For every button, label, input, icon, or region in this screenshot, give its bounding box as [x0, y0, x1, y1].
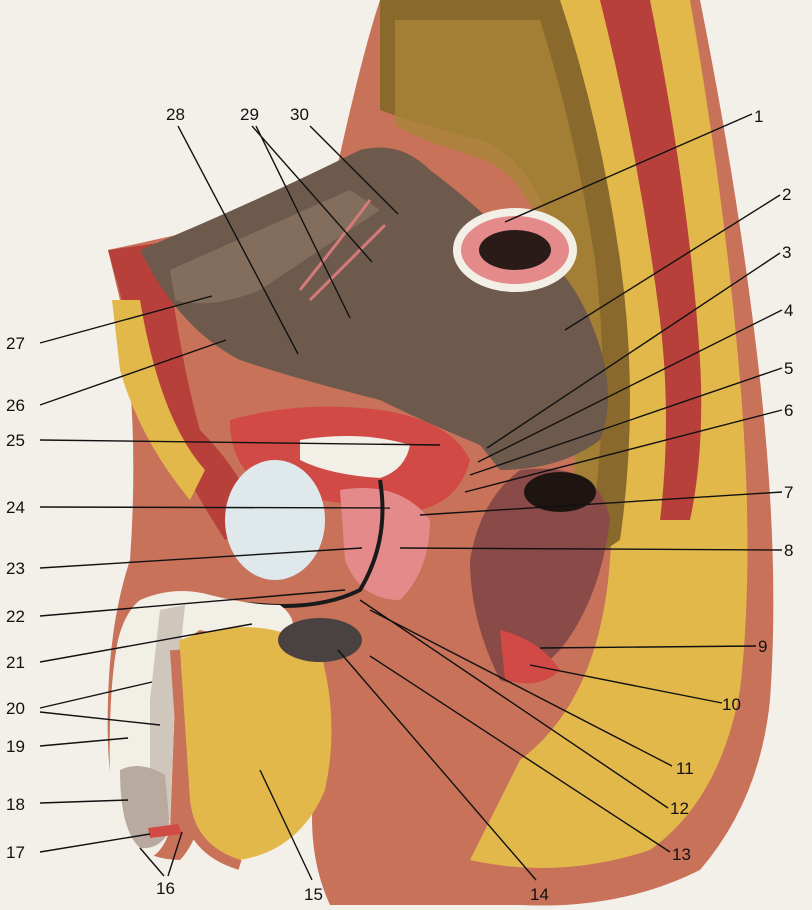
leader-27 [39, 295, 213, 344]
callout-16: 16 [156, 879, 175, 898]
rectum-lumen [524, 472, 596, 512]
leader-29a [251, 125, 373, 263]
leader-25 [39, 439, 441, 446]
callout-12: 12 [670, 799, 689, 818]
leader-10 [529, 664, 723, 704]
abdominal-fat [112, 300, 205, 500]
external-opening [148, 824, 182, 838]
anal-muscle [500, 630, 560, 684]
leader-11 [369, 609, 673, 767]
callout-22: 22 [6, 607, 25, 626]
callout-26: 26 [6, 396, 25, 415]
leader-18 [39, 799, 129, 804]
callout-3: 3 [782, 243, 791, 262]
callout-10: 10 [722, 695, 741, 714]
callout-4: 4 [784, 301, 793, 320]
callout-24: 24 [6, 498, 25, 517]
back-muscle [600, 0, 702, 520]
leader-9 [539, 645, 757, 649]
callout-11: 11 [676, 759, 694, 778]
leader-14 [337, 649, 537, 881]
leader-17 [39, 833, 151, 853]
leader-5 [469, 367, 783, 476]
callout-6: 6 [784, 401, 793, 420]
anatomy-illustration [107, 0, 774, 906]
callout-20: 20 [6, 699, 25, 718]
scrotum-skin [170, 649, 242, 870]
callout-15: 15 [304, 885, 323, 904]
callout-19: 19 [6, 737, 25, 756]
leader-12 [359, 599, 669, 809]
sacrum-bone-inner [395, 20, 603, 520]
leader-1 [504, 113, 753, 223]
leader-16b [167, 831, 183, 877]
callout-13: 13 [672, 845, 691, 864]
callout-leaders [39, 113, 783, 881]
leader-20a [39, 681, 153, 709]
leader-4 [477, 309, 783, 463]
callout-9: 9 [758, 637, 767, 656]
rectum [470, 468, 610, 682]
leader-21 [39, 623, 253, 663]
callout-7: 7 [784, 483, 793, 502]
callout-23: 23 [6, 559, 25, 578]
leader-19 [39, 737, 129, 747]
leader-6 [464, 409, 783, 493]
sigmoid-colon-lumen [479, 230, 551, 270]
leader-29b [255, 125, 351, 319]
callout-numbers: 1 2 3 4 5 6 7 8 9 10 11 12 13 14 15 16 1… [6, 105, 793, 904]
leader-3 [486, 252, 781, 449]
callout-25: 25 [6, 431, 25, 450]
callout-30: 30 [290, 105, 309, 124]
leader-16a [139, 847, 165, 877]
callout-8: 8 [784, 541, 793, 560]
leader-15 [259, 769, 313, 881]
callout-28: 28 [166, 105, 185, 124]
callout-27: 27 [6, 334, 25, 353]
callout-18: 18 [6, 795, 25, 814]
leader-26 [39, 339, 227, 406]
callout-1: 1 [754, 107, 763, 126]
leader-23 [39, 547, 363, 569]
prostate [340, 488, 430, 600]
cavity-highlight [170, 190, 380, 304]
pubic-symphysis [225, 460, 325, 580]
leader-24 [39, 506, 391, 509]
callout-14: 14 [530, 885, 549, 904]
leader-30 [309, 125, 399, 215]
callout-17: 17 [6, 843, 25, 862]
callout-2: 2 [782, 185, 791, 204]
callout-5: 5 [784, 359, 793, 378]
abdominal-wall [108, 242, 260, 540]
bladder-lumen [300, 436, 410, 478]
leader-8 [399, 547, 783, 551]
callout-21: 21 [6, 653, 25, 672]
leader-28 [177, 125, 299, 355]
leader-2 [564, 194, 781, 331]
callout-29: 29 [240, 105, 259, 124]
leader-22 [39, 589, 346, 617]
leader-20b [39, 711, 161, 726]
scrotum [178, 627, 332, 860]
bulb-of-penis [278, 618, 362, 662]
vessels [298, 199, 387, 302]
leader-13 [369, 655, 671, 853]
leader-7 [419, 491, 783, 516]
